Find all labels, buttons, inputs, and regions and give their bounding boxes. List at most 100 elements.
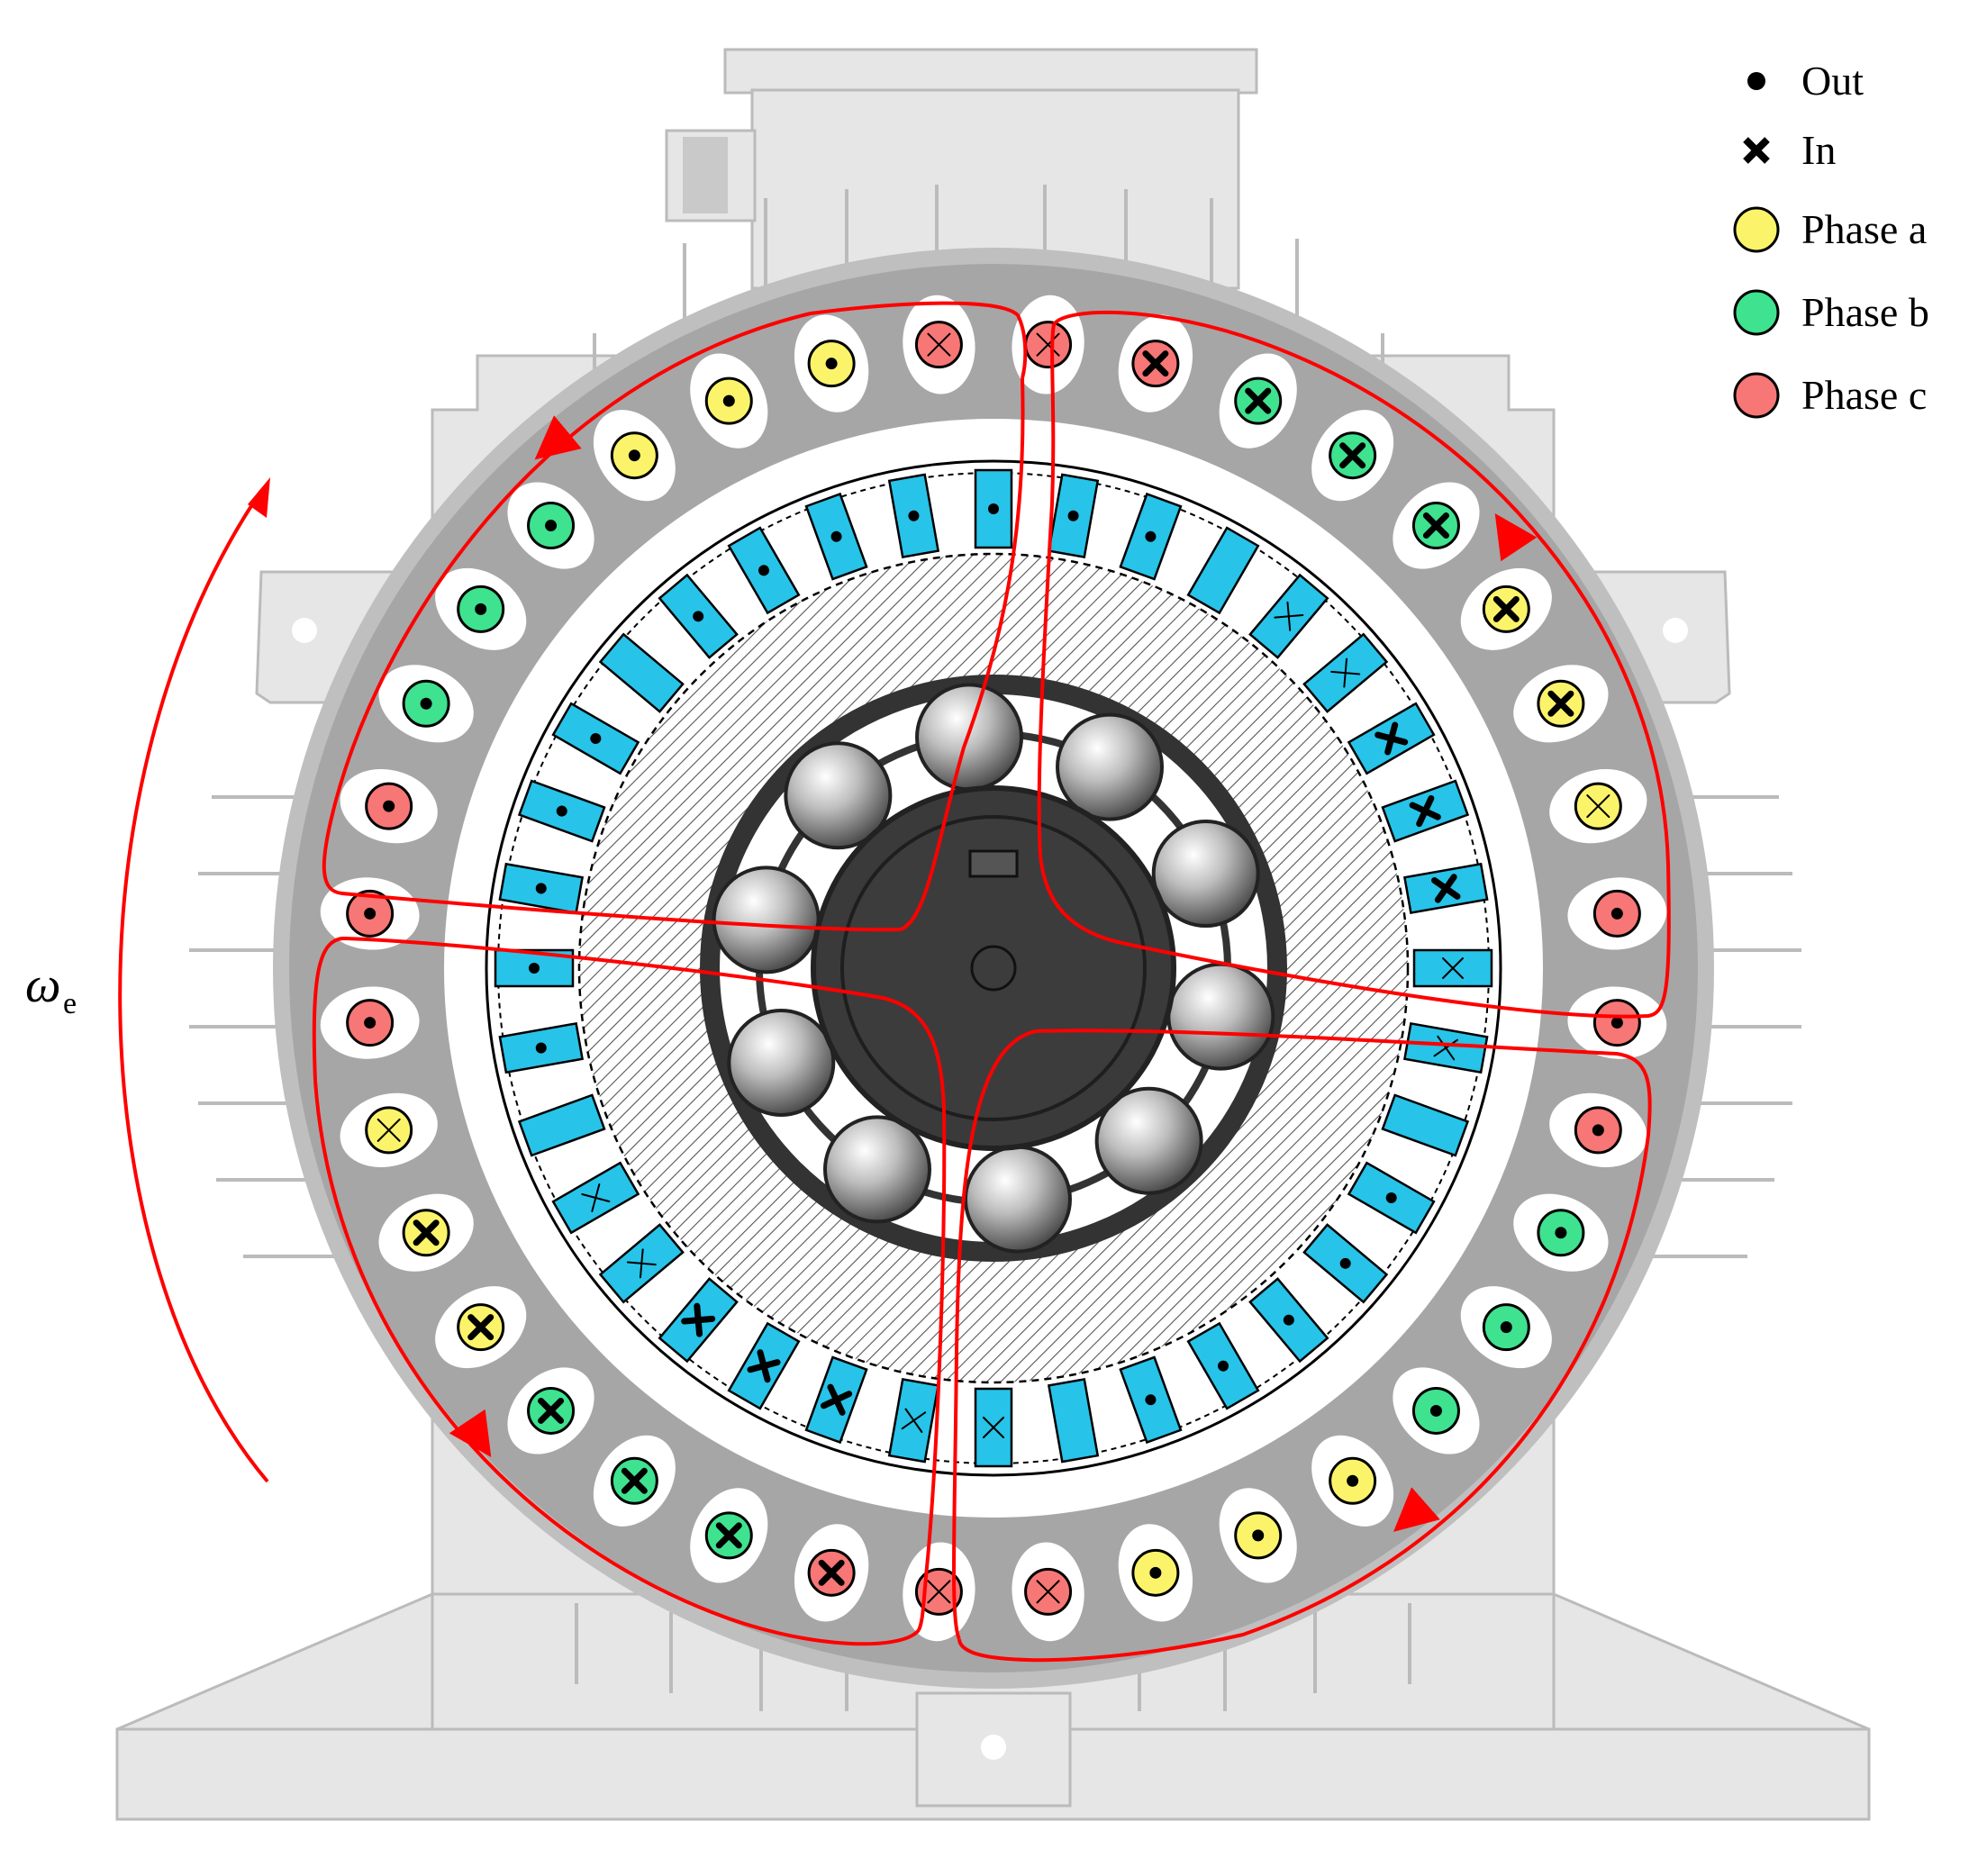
legend: Out In Phase a Phase b Phase c xyxy=(1733,58,1929,419)
legend-item-phase-c: Phase c xyxy=(1733,372,1927,419)
stator-slot xyxy=(1118,314,1193,412)
stator-slot xyxy=(1012,295,1084,394)
stator-slot xyxy=(903,295,975,394)
ball-body xyxy=(1094,1086,1203,1195)
rotor-bar xyxy=(804,492,868,581)
phase-b-swatch-icon xyxy=(1733,289,1780,336)
rotor-bar-group xyxy=(494,468,1493,1468)
bearing-ball xyxy=(727,1008,836,1117)
rotor-bar-body xyxy=(1186,526,1260,615)
stator-slot xyxy=(378,1193,474,1272)
bearing-ball xyxy=(963,1145,1072,1254)
flux-line-top-left xyxy=(322,301,1028,932)
out-dot-icon xyxy=(1555,1227,1567,1239)
rotor-bar-body xyxy=(1381,1093,1470,1157)
out-dot-icon xyxy=(1592,1124,1604,1137)
out-dot-icon xyxy=(1067,510,1079,521)
rotor-bar xyxy=(974,1387,1013,1468)
rotor-bar xyxy=(887,1377,940,1464)
rotor-bar xyxy=(1047,1377,1100,1464)
in-cross-icon xyxy=(1274,601,1304,631)
in-cross-icon xyxy=(1433,1035,1458,1061)
out-dot-icon xyxy=(1145,1394,1157,1406)
rotor-bar xyxy=(551,702,640,775)
in-cross-icon xyxy=(1036,1580,1060,1604)
in-cross-icon xyxy=(1339,442,1366,469)
legend-item-out: Out xyxy=(1747,58,1864,104)
stator-slot xyxy=(507,482,594,569)
legend-item-phase-b: Phase b xyxy=(1733,289,1929,336)
in-cross-icon xyxy=(715,1522,742,1549)
legend-label-phase-b: Phase b xyxy=(1801,289,1929,335)
stator-slot xyxy=(794,1524,869,1622)
stator-slot xyxy=(340,1092,438,1168)
in-cross-icon xyxy=(1442,957,1464,979)
out-dot-icon xyxy=(556,805,567,817)
in-cross-icon xyxy=(1547,690,1574,717)
out-dot-icon xyxy=(535,883,547,894)
rotor-bar xyxy=(1302,632,1389,713)
flux-line-top-right xyxy=(1037,310,1671,1019)
stator-slot xyxy=(1549,1092,1647,1168)
stator-slot xyxy=(690,353,768,449)
rotor-bar xyxy=(551,1161,640,1235)
rotor-bar xyxy=(1302,1223,1389,1304)
out-dot-icon xyxy=(475,603,487,615)
in-cross-icon xyxy=(1142,350,1169,377)
ball-body xyxy=(1151,820,1260,929)
in-cross-icon xyxy=(1431,874,1461,903)
bearing-ball xyxy=(823,1115,931,1224)
rotor-bar xyxy=(804,1355,868,1445)
flux-lines xyxy=(312,301,1671,1663)
out-dot-icon xyxy=(590,733,602,744)
legend-item-phase-a: Phase a xyxy=(1733,206,1927,253)
out-dot-icon xyxy=(1283,1314,1294,1326)
out-dot-icon xyxy=(1145,530,1157,542)
in-cross-icon xyxy=(1493,595,1520,622)
ball-body xyxy=(1166,962,1275,1071)
stator-slot xyxy=(1311,410,1394,502)
in-cross-icon xyxy=(927,1580,951,1604)
stator-slot xyxy=(593,410,676,502)
stator-slot xyxy=(1219,1488,1297,1583)
rotor-bar xyxy=(1119,492,1183,581)
in-cross-icon xyxy=(626,1248,657,1279)
rotor-bar xyxy=(1119,1355,1183,1445)
stator-slot xyxy=(320,986,420,1059)
in-cross-icon xyxy=(1375,721,1409,756)
rotor-bar xyxy=(1248,1277,1329,1364)
out-dot-icon xyxy=(1252,1529,1265,1542)
stator-slot xyxy=(794,314,869,412)
rotation-arrow xyxy=(118,489,269,1483)
out-dot-icon xyxy=(825,358,838,370)
rotor-bar xyxy=(1347,702,1436,775)
in-cross-icon xyxy=(581,1183,611,1213)
out-dot-icon xyxy=(364,1017,377,1029)
rotor-bar xyxy=(598,1223,685,1304)
rotation-arrowhead-icon xyxy=(248,477,270,518)
rotor-bar-body xyxy=(517,1093,606,1157)
out-dot-icon xyxy=(535,1042,547,1054)
stator-slot xyxy=(1567,877,1667,950)
out-dot-icon xyxy=(830,530,842,542)
stator-slot xyxy=(690,1488,768,1583)
bearing-ball xyxy=(712,865,821,974)
legend-label-phase-a: Phase a xyxy=(1801,206,1927,252)
stator-slot xyxy=(1311,1435,1394,1527)
legend-label-in: In xyxy=(1801,127,1836,173)
stator-slot xyxy=(1513,665,1609,743)
stator-slot-group xyxy=(320,295,1667,1642)
out-dot-icon xyxy=(1747,72,1765,90)
rotor-bar xyxy=(1412,948,1493,988)
ball-body xyxy=(727,1008,836,1117)
in-cross-icon xyxy=(983,1417,1004,1438)
rotor-bar xyxy=(1047,473,1100,559)
rotor-bar xyxy=(1186,526,1260,615)
out-dot-icon xyxy=(420,697,432,710)
in-cross-icon xyxy=(538,1397,565,1424)
rotor-bar xyxy=(1248,573,1329,659)
in-cross-icon xyxy=(1330,657,1361,688)
stator-slot xyxy=(320,877,420,950)
ball-body xyxy=(823,1115,931,1224)
